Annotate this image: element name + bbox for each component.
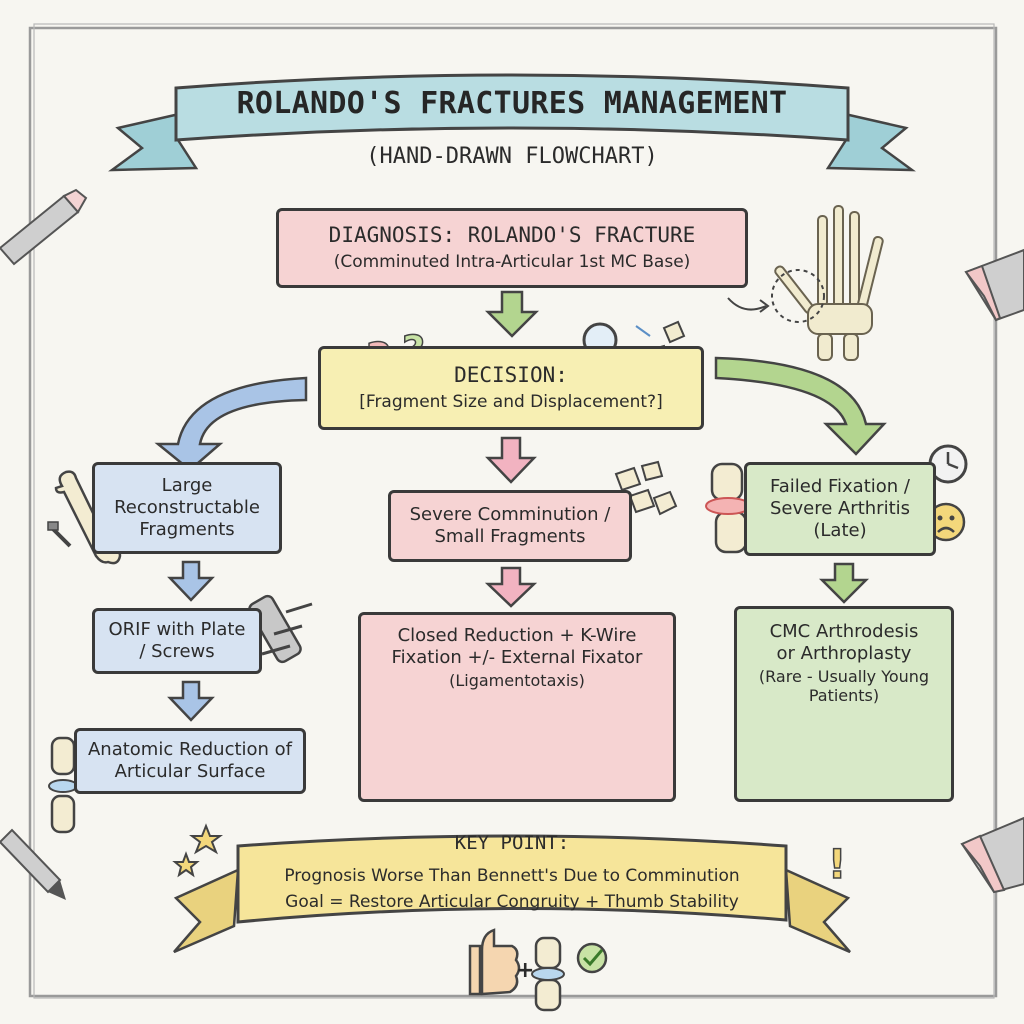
key-point-line2: Goal = Restore Articular Congruity + Thu… bbox=[285, 892, 739, 912]
diagnosis-box: DIAGNOSIS: ROLANDO'S FRACTURE (Comminute… bbox=[276, 208, 748, 288]
diagnosis-detail: (Comminuted Intra-Articular 1st MC Base) bbox=[333, 252, 691, 273]
eraser-icon bbox=[960, 816, 1024, 894]
pencil-icon bbox=[0, 828, 66, 900]
cmc-arthrodesis-box: CMC Arthrodesis or Arthroplasty (Rare - … bbox=[734, 606, 954, 802]
key-point-line1: Prognosis Worse Than Bennett's Due to Co… bbox=[284, 866, 740, 886]
arrow-middle-1 bbox=[484, 566, 538, 608]
page-frame bbox=[28, 26, 998, 998]
title-ribbon bbox=[108, 73, 916, 172]
arrow-decision-to-middle bbox=[485, 436, 537, 484]
svg-text:!: ! bbox=[828, 842, 846, 888]
anatomic-reduction-label: Anatomic Reduction of Articular Surface bbox=[87, 739, 293, 782]
orif-box: ORIF with Plate / Screws bbox=[92, 608, 262, 674]
screw-icon bbox=[47, 521, 72, 548]
joint-icon bbox=[48, 736, 78, 834]
severe-comminution-box: Severe Comminution / Small Fragments bbox=[388, 490, 632, 562]
arrow-left-2 bbox=[167, 680, 215, 722]
diagnosis-title: DIAGNOSIS: ROLANDO'S FRACTURE bbox=[328, 222, 696, 247]
page-frame-sketch bbox=[33, 23, 995, 999]
plate-icon bbox=[248, 594, 313, 664]
hand-skeleton-icon bbox=[727, 205, 884, 361]
arrow-decision-to-left bbox=[154, 376, 308, 472]
cmc-line3: (Rare - Usually Young Patients) bbox=[758, 666, 930, 706]
arrow-right-1 bbox=[818, 562, 870, 604]
check-icon bbox=[576, 942, 608, 974]
arrow-decision-to-right bbox=[714, 356, 887, 456]
cmc-line2: or Arthroplasty bbox=[776, 642, 912, 664]
failed-fixation-box: Failed Fixation / Severe Arthritis (Late… bbox=[744, 462, 936, 556]
large-fragments-box: Large Reconstructable Fragments bbox=[92, 462, 282, 554]
joint-icon bbox=[531, 936, 565, 1012]
arrow-diagnosis-to-decision bbox=[484, 290, 540, 338]
decision-title: DECISION: bbox=[454, 362, 568, 387]
decision-box: DECISION: [Fragment Size and Displacemen… bbox=[318, 346, 704, 430]
key-point-heading: KEY POINT: bbox=[454, 832, 570, 854]
clock-icon bbox=[928, 444, 968, 484]
anatomic-reduction-box: Anatomic Reduction of Articular Surface bbox=[74, 728, 306, 794]
pencil-icon bbox=[0, 188, 88, 266]
exclamation-icon: ! bbox=[827, 841, 847, 889]
orif-label: ORIF with Plate / Screws bbox=[108, 619, 246, 662]
key-point-banner bbox=[173, 834, 851, 954]
page-title: ROLANDO'S FRACTURES MANAGEMENT bbox=[236, 86, 788, 121]
closed-reduction-line1: Closed Reduction + K-Wire bbox=[397, 625, 637, 646]
decision-question: [Fragment Size and Displacement?] bbox=[359, 392, 663, 413]
plus-sign: + bbox=[516, 958, 535, 983]
closed-reduction-line3: (Ligamentotaxis) bbox=[449, 670, 585, 690]
closed-reduction-line2: Fixation +/- External Fixator bbox=[391, 646, 643, 668]
cmc-line1: CMC Arthrodesis bbox=[769, 621, 919, 642]
fragments-icon bbox=[614, 460, 678, 516]
failed-fixation-label: Failed Fixation / Severe Arthritis (Late… bbox=[769, 476, 911, 541]
severe-comminution-label: Severe Comminution / Small Fragments bbox=[409, 504, 611, 547]
closed-reduction-box: Closed Reduction + K-Wire Fixation +/- E… bbox=[358, 612, 676, 802]
arrow-left-1 bbox=[167, 560, 215, 602]
star-icon bbox=[172, 823, 223, 878]
thumbs-up-icon bbox=[468, 928, 521, 996]
eraser-icon bbox=[964, 248, 1024, 322]
large-fragments-label: Large Reconstructable Fragments bbox=[114, 475, 260, 540]
page-subtitle: (HAND-DRAWN FLOWCHART) bbox=[366, 144, 658, 169]
